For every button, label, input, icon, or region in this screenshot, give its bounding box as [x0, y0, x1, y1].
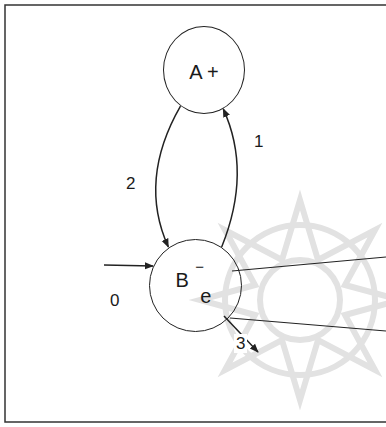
state-label: e [200, 286, 211, 306]
state-circle: A + [163, 26, 245, 114]
input-arrow [104, 265, 153, 266]
state-label: B [176, 270, 189, 290]
transition-arrow [156, 106, 181, 247]
transition-arrow [222, 109, 238, 247]
transition-number: 1 [252, 132, 265, 151]
transition-number: 2 [124, 174, 137, 193]
state-label: A + [189, 62, 218, 82]
output-arrow [224, 316, 258, 352]
state-circle: B− e [149, 239, 242, 332]
arrow-number: 0 [108, 291, 121, 310]
frame-border [5, 5, 386, 422]
leader-line [232, 257, 386, 271]
state-label: − [195, 259, 204, 274]
arrow-number: 3 [234, 334, 247, 353]
leader-line [230, 318, 386, 331]
